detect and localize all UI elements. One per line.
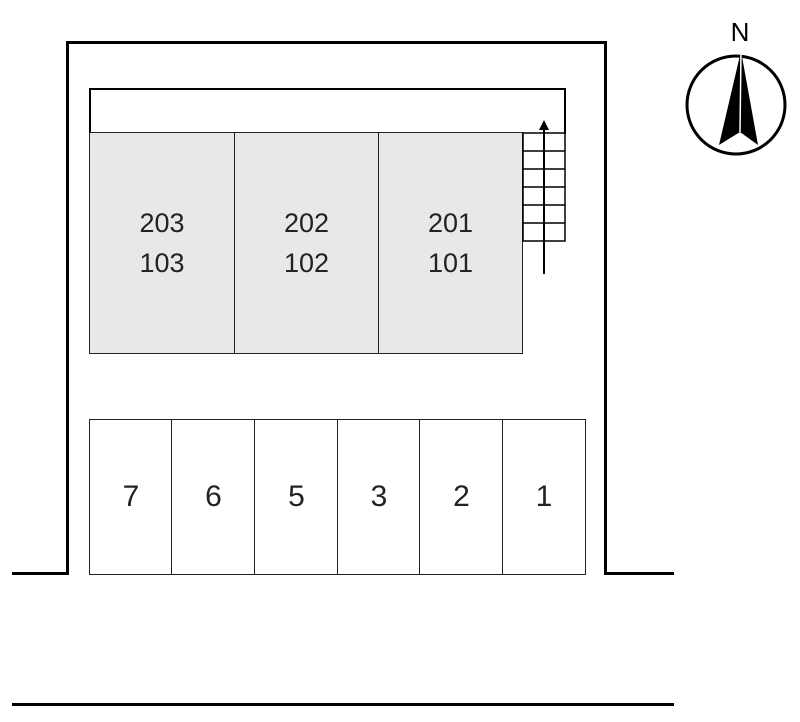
parking-space-2: 2: [419, 419, 504, 575]
parking-number: 6: [205, 480, 222, 513]
parking-number: 7: [122, 480, 140, 513]
unit-lower-number: 102: [283, 248, 330, 278]
building-corridor: [89, 88, 566, 134]
parking-space-7: 7: [89, 419, 173, 575]
stair-direction-arrow-icon: [539, 120, 549, 274]
unit-lower-number: 101: [427, 248, 474, 278]
road-edge-far: [12, 703, 674, 706]
unit-202-102: 202 102: [234, 132, 379, 354]
road-edge-left: [12, 572, 69, 575]
watermark: [298, 338, 488, 368]
unit-203-103: 203 103: [89, 132, 235, 354]
parking-space-6: 6: [171, 419, 256, 575]
parking-space-5: 5: [254, 419, 339, 575]
unit-201-101: 201 101: [378, 132, 523, 354]
north-arrow-icon: N: [685, 17, 787, 156]
parking-number: 1: [535, 480, 553, 513]
parking-number: 2: [453, 480, 470, 513]
unit-upper-number: 203: [139, 208, 185, 238]
parking-number: 5: [288, 480, 305, 513]
parking-number: 3: [370, 480, 388, 513]
unit-upper-number: 201: [427, 208, 474, 238]
road-edge-right: [604, 572, 674, 575]
parking-space-3: 3: [337, 419, 421, 575]
parking-space-1: 1: [502, 419, 586, 575]
unit-upper-number: 202: [283, 208, 330, 238]
unit-lower-number: 103: [139, 248, 185, 278]
compass-label: N: [731, 17, 750, 47]
site-boundary: [66, 41, 607, 575]
